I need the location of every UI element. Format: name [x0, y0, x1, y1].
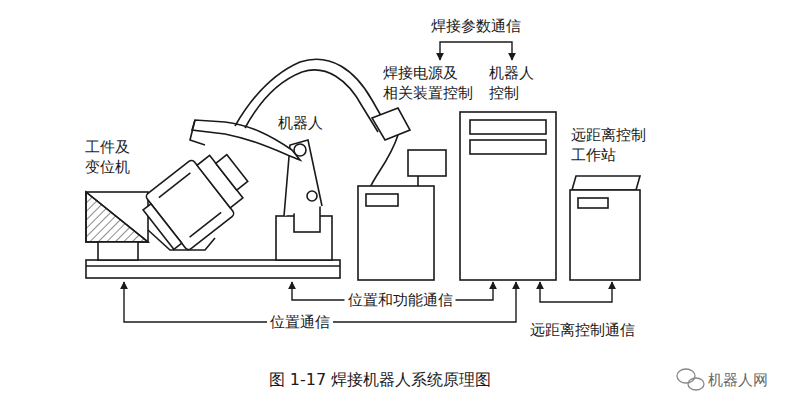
power-supply-panel [366, 194, 398, 206]
communication-label: 位置通信 [267, 313, 333, 331]
equipment-label: 机器人 [278, 114, 334, 134]
base-plate [86, 260, 340, 278]
positioner-node: 工件及 变位机 [82, 136, 152, 282]
controller-slot [470, 140, 546, 154]
equipment-label: 机器人 控制 [489, 64, 539, 103]
positioner-hatch [86, 192, 148, 242]
wire-feeder-head [372, 108, 410, 140]
communication-label: 位置和功能通信 [345, 291, 456, 309]
positioner-diagonal [86, 192, 148, 242]
workstation-panel [578, 198, 608, 208]
equipment-label: 工件及 变位机 [85, 138, 143, 177]
robot-joint [307, 191, 317, 201]
equipment-label: 焊接电源及 相关装置控制 [383, 64, 481, 103]
positioner-body [86, 192, 148, 242]
workpiece-fixture [137, 140, 259, 257]
watermark-icon [677, 369, 704, 390]
robot-controller-cabinet [460, 112, 556, 280]
communication-label: 焊接参数通信 [428, 17, 524, 35]
remote-workstation [570, 190, 640, 280]
workstation-top [572, 176, 640, 190]
workstation-node: 远距离控制 工作站 [565, 124, 655, 282]
controller-node: 机器人 控制 [484, 60, 556, 282]
watermark: 机器人网 [708, 371, 768, 390]
wire-feeder [408, 150, 446, 176]
equipment-label: 远距离控制 工作站 [571, 126, 653, 165]
communication-line [540, 282, 612, 302]
figure-caption: 图 1-17 焊接机器人系统原理图 [269, 370, 491, 391]
controller-slot [470, 120, 546, 134]
robot-torch [190, 120, 205, 145]
communication-line [440, 42, 512, 60]
power-supply-cabinet [358, 186, 434, 280]
base-plate-line [86, 265, 340, 267]
communication-label: 远距离控制通信 [527, 321, 638, 339]
positioner-leg [98, 242, 138, 260]
robot-node: 机器人 [272, 112, 336, 282]
feeder-stand [417, 176, 419, 186]
power-supply-node: 焊接电源及 相关装置控制 [355, 60, 482, 282]
power-cable [370, 135, 398, 188]
